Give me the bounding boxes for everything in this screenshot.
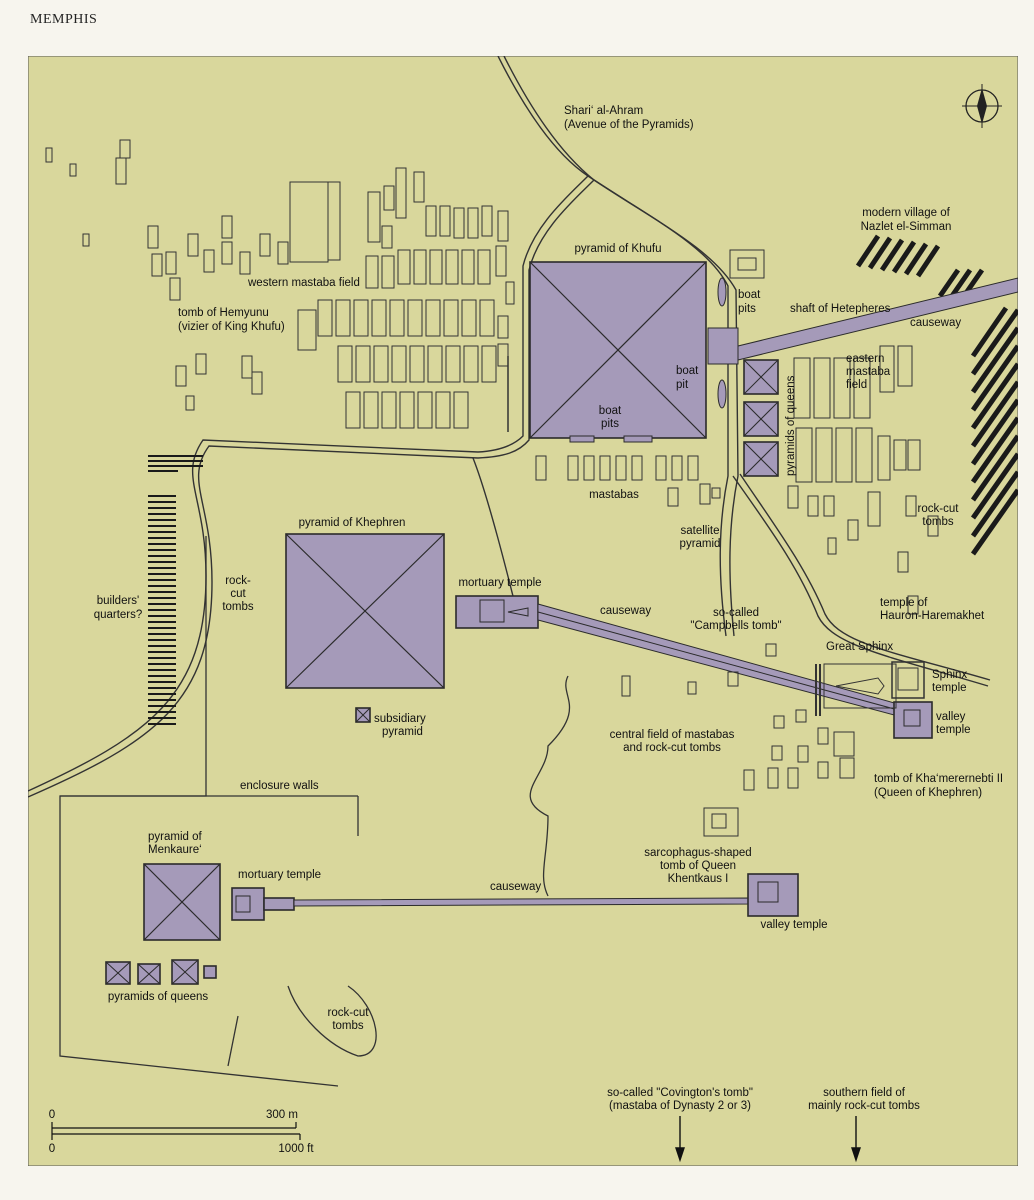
label-enclosure: enclosure walls — [240, 780, 319, 792]
label-sphinx: Great Sphinx — [826, 641, 893, 653]
enclosure-walls — [59, 536, 359, 1087]
pyramid-of-khufu — [529, 249, 765, 443]
label-causeway-khufu: causeway — [910, 317, 961, 329]
label-causeway-khephren: causeway — [600, 605, 651, 617]
label-campbell: so-called"Campbells tomb" — [690, 607, 781, 632]
label-western-field: western mastaba field — [247, 277, 360, 289]
khufu-causeway — [737, 277, 1018, 477]
scale-bar — [51, 1122, 301, 1140]
label-khamerernebti: tomb of Kha‘merernebti II(Queen of Kheph… — [874, 773, 1003, 799]
sphinx-area — [815, 661, 925, 716]
mastabas-south-of-khufu — [535, 455, 721, 507]
south-arrows — [675, 1116, 861, 1163]
central-field-of-mastabas — [287, 643, 855, 1057]
label-covington: so-called "Covington's tomb"(mastaba of … — [607, 1087, 753, 1112]
map-labels: Shari‘ al-Ahram(Avenue of the Pyramids) … — [49, 105, 1003, 1155]
label-hetepheres: shaft of Hetepheres — [790, 303, 891, 315]
label-avenue: Shari‘ al-Ahram(Avenue of the Pyramids) — [564, 105, 694, 131]
label-queens-menkaure: pyramids of queens — [108, 991, 209, 1003]
village-nazlet-el-simman — [855, 234, 1018, 556]
label-mortuary-menkaure: mortuary temple — [238, 869, 321, 881]
giza-map: Shari‘ al-Ahram(Avenue of the Pyramids) … — [28, 56, 1018, 1166]
pyramid-of-khephren — [285, 533, 933, 739]
western-mastaba-field — [45, 139, 515, 432]
scale-zero-bottom: 0 — [49, 1143, 55, 1155]
compass-icon — [962, 84, 1002, 128]
label-queens-khufu: pyramids of queens — [785, 375, 797, 476]
label-mastabas: mastabas — [589, 489, 639, 501]
label-builders: builders'quarters? — [94, 595, 143, 621]
scale-zero-top: 0 — [49, 1109, 55, 1121]
scale-metres: 300 m — [266, 1109, 298, 1121]
scale-feet: 1000 ft — [278, 1143, 314, 1155]
label-causeway-menkaure: causeway — [490, 881, 541, 893]
label-khufu: pyramid of Khufu — [575, 243, 662, 255]
builders-quarters — [148, 455, 203, 725]
roads — [28, 56, 991, 798]
page-title: MEMPHIS — [30, 12, 98, 27]
label-valley-menkaure: valley temple — [760, 919, 827, 931]
label-mortuary-khephren: mortuary temple — [458, 577, 541, 589]
eastern-mastaba-field — [787, 345, 939, 615]
label-khephren: pyramid of Khephren — [299, 517, 406, 529]
label-hemyunu: tomb of Hemyunu(vizier of King Khufu) — [178, 307, 285, 333]
pyramid-of-menkaure — [105, 863, 799, 985]
